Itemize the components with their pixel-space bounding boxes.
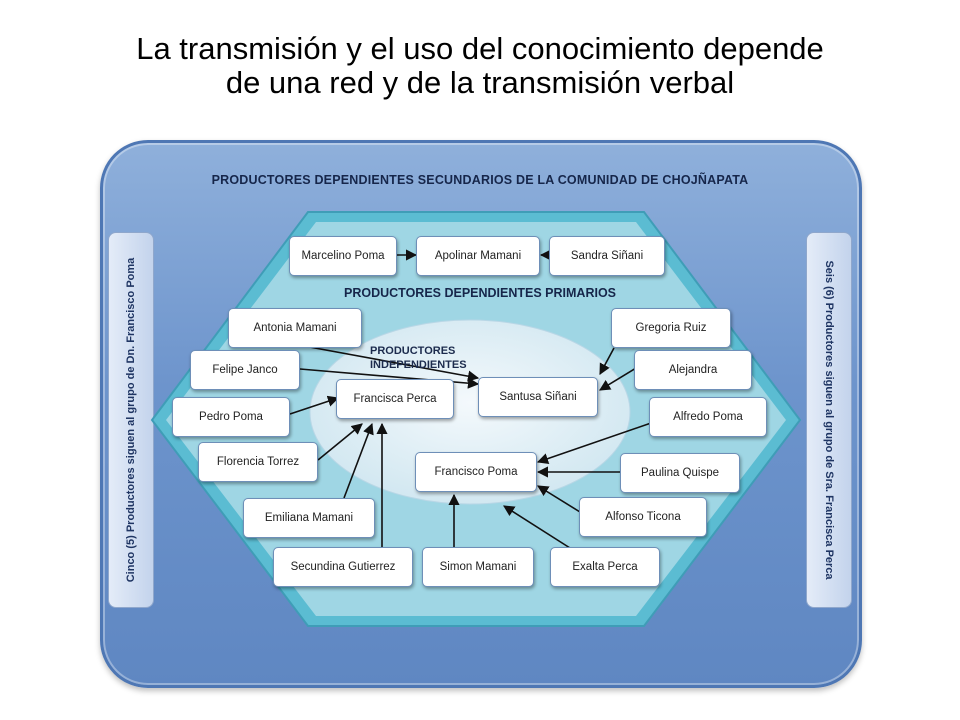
node-emiliana-mamani: Emiliana Mamani: [243, 498, 375, 538]
arrow-alfredo-to-francisco: [536, 421, 655, 465]
independent-producers-label-line2: INDEPENDIENTES: [370, 359, 467, 371]
slide-title: La transmisión y el uso del conocimiento…: [0, 32, 960, 100]
node-felipe-janco: Felipe Janco: [190, 350, 300, 390]
independent-producers-label: PRODUCTORES INDEPENDIENTES: [370, 344, 490, 372]
node-santusa-sinani: Santusa Siñani: [478, 377, 598, 417]
node-secundina-gutierrez: Secundina Gutierrez: [273, 547, 413, 587]
node-sandra-sinani: Sandra Siñani: [549, 236, 665, 276]
slide-title-line2: de una red y de la transmisión verbal: [225, 65, 735, 100]
arrow-antonia-to-santusa: [303, 345, 480, 382]
node-florencia-torrez: Florencia Torrez: [198, 442, 318, 482]
node-marcelino-poma: Marcelino Poma: [289, 236, 397, 276]
arrow-pedro-to-francisca: [289, 395, 340, 415]
arrow-exalta-to-francisco: [503, 505, 571, 549]
node-gregoria-ruiz: Gregoria Ruiz: [611, 308, 731, 348]
node-exalta-perca: Exalta Perca: [550, 547, 660, 587]
node-pedro-poma: Pedro Poma: [172, 397, 290, 437]
arrow-alejandra-to-santusa: [599, 367, 637, 391]
node-alejandra: Alejandra: [634, 350, 752, 390]
node-francisco-poma: Francisco Poma: [415, 452, 537, 492]
arrow-emiliana-to-francisca: [343, 422, 374, 499]
node-alfredo-poma: Alfredo Poma: [649, 397, 767, 437]
arrow-alfonso-to-francisco: [537, 485, 581, 513]
arrows: [289, 249, 655, 549]
node-paulina-quispe: Paulina Quispe: [620, 453, 740, 493]
node-antonia-mamani: Antonia Mamani: [228, 308, 362, 348]
right-side-tab: Seis (6) Productores siguen al grupo de …: [806, 232, 852, 608]
independent-producers-label-line1: PRODUCTORES: [370, 345, 456, 357]
slide-title-line1: La transmisión y el uso del conocimiento…: [136, 31, 824, 66]
arrow-gregoria-to-santusa: [599, 347, 615, 375]
node-alfonso-ticona: Alfonso Ticona: [579, 497, 707, 537]
node-simon-mamani: Simon Mamani: [422, 547, 534, 587]
secondary-producers-label: PRODUCTORES DEPENDIENTES SECUNDARIOS DE …: [211, 173, 749, 187]
node-apolinar-mamani: Apolinar Mamani: [416, 236, 540, 276]
arrow-florencia-to-francisca: [317, 423, 363, 461]
primary-producers-label: PRODUCTORES DEPENDIENTES PRIMARIOS: [343, 286, 617, 300]
node-francisca-perca: Francisca Perca: [336, 379, 454, 419]
